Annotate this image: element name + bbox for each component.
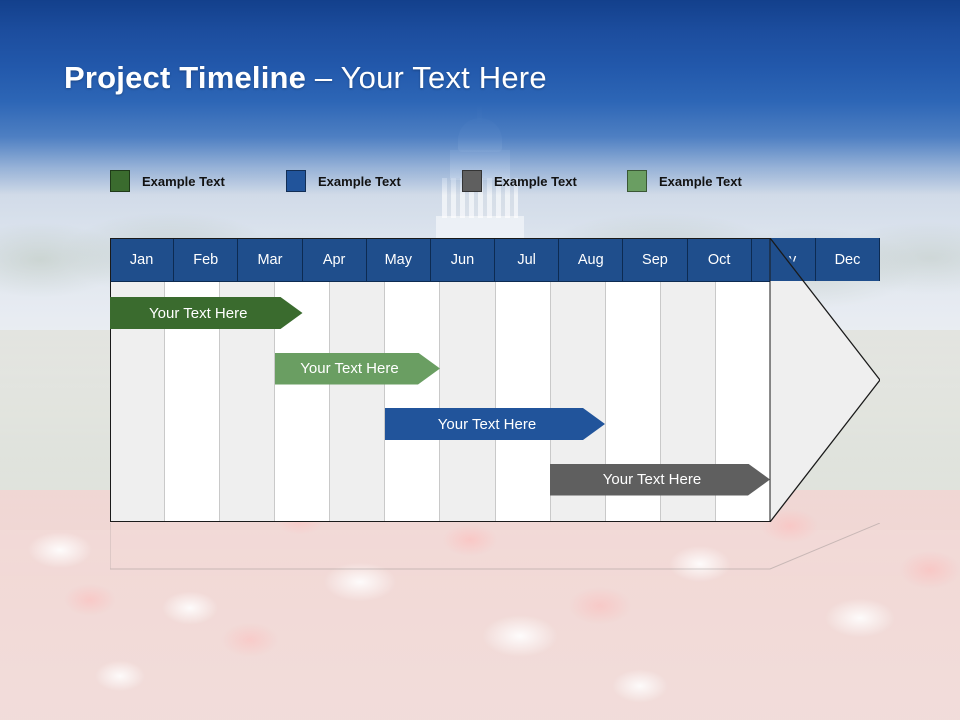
- month-header-jul[interactable]: Jul: [495, 238, 560, 281]
- task-bar-2-label: Your Text Here: [300, 360, 399, 377]
- legend-swatch-blue: [286, 170, 306, 192]
- month-header-mar[interactable]: Mar: [238, 238, 303, 281]
- month-header-may[interactable]: May: [366, 238, 431, 281]
- timeline-month-header: JanFebMarAprMayJunJulAugSepOctNovDec: [110, 238, 881, 281]
- task-bar-1-label: Your Text Here: [149, 304, 248, 322]
- timeline-column-jun: [385, 281, 441, 522]
- month-header-oct[interactable]: Oct: [687, 238, 752, 281]
- timeline-panel: JanFebMarAprMayJunJulAugSepOctNovDec You…: [110, 238, 881, 522]
- month-header-aug[interactable]: Aug: [559, 238, 624, 281]
- month-header-feb[interactable]: Feb: [174, 238, 239, 281]
- month-header-jun[interactable]: Jun: [430, 238, 496, 281]
- timeline-column-aug: [495, 281, 551, 522]
- legend-label-3: Example Text: [494, 173, 577, 189]
- task-bar-3[interactable]: Your Text Here: [385, 408, 605, 440]
- legend-label-1: Example Text: [142, 173, 225, 189]
- page-title-rest: – Your Text Here: [306, 60, 547, 95]
- panel-header-separator: [110, 281, 770, 282]
- task-bar-3-shape: [385, 408, 605, 440]
- legend-item-4[interactable]: Example Text: [627, 170, 742, 192]
- legend-label-4: Example Text: [659, 173, 742, 189]
- month-header-jan[interactable]: Jan: [110, 238, 175, 281]
- legend-item-1[interactable]: Example Text: [110, 170, 225, 192]
- month-header-apr[interactable]: Apr: [302, 238, 367, 281]
- legend-item-3[interactable]: Example Text: [462, 170, 577, 192]
- title-banner-gradient: [0, 0, 960, 195]
- legend-swatch-gray: [462, 170, 482, 192]
- legend-label-2: Example Text: [318, 173, 401, 189]
- task-bar-4-label: Your Text Here: [602, 471, 702, 488]
- page-title: Project Timeline – Your Text Here: [64, 60, 547, 96]
- legend-item-2[interactable]: Example Text: [286, 170, 401, 192]
- legend-swatch-dark-green: [110, 170, 130, 192]
- task-bar-2[interactable]: Your Text Here: [275, 353, 440, 385]
- task-bar-2-shape: [275, 353, 440, 385]
- page-title-bold: Project Timeline: [64, 60, 307, 95]
- legend: Example Text Example Text Example Text E…: [110, 170, 870, 194]
- month-header-sep[interactable]: Sep: [623, 238, 688, 281]
- panel-border-top: [110, 238, 771, 239]
- task-bar-3-label: Your Text Here: [437, 415, 537, 433]
- task-bar-1[interactable]: Your Text Here: [110, 297, 303, 329]
- task-bar-1-shape: [110, 297, 303, 329]
- task-bar-4-shape: [550, 464, 770, 496]
- task-bar-4[interactable]: Your Text Here: [550, 464, 770, 496]
- timeline-column-may: [330, 281, 386, 522]
- timeline-column-jul: [440, 281, 496, 522]
- month-header-dec[interactable]: Dec: [815, 238, 881, 281]
- panel-border-bottom: [110, 521, 771, 522]
- legend-swatch-light-green: [627, 170, 647, 192]
